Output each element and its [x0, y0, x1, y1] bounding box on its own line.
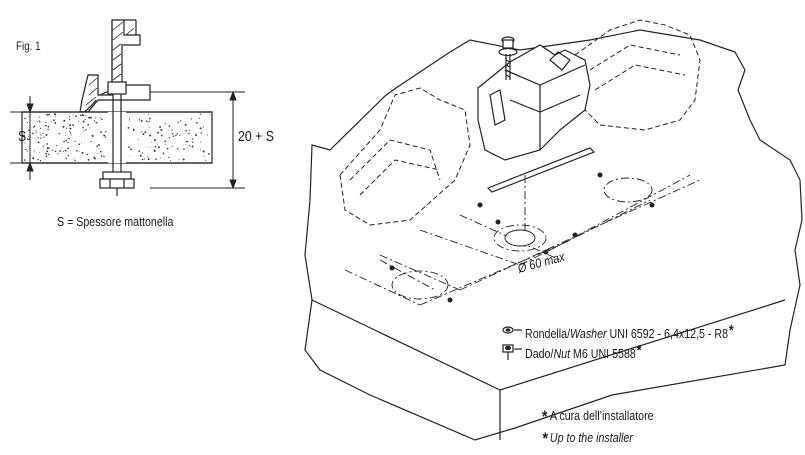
- side-module-left: [339, 87, 471, 226]
- fixture-wall: [79, 19, 151, 113]
- nut-spec: Dado/Nut M6 UNI 5588*: [525, 343, 641, 360]
- top-screw: [498, 36, 518, 80]
- thickness-caption: S = Spessore mattonella: [57, 214, 174, 229]
- washer-symbol: [502, 326, 522, 334]
- nut-prefix: Dado/: [525, 346, 554, 361]
- depth-dimension-label: 20 + S: [238, 128, 274, 145]
- nut-english: Nut: [553, 346, 571, 361]
- installer-note-english: *Up to the installer: [542, 430, 633, 447]
- washer-standard: UNI 6592 - 6,4x12,5 - R8: [606, 326, 729, 341]
- screw: [99, 81, 135, 196]
- installer-note-italian: *A cura dell’installatore: [542, 408, 654, 425]
- gasket-strip: [486, 147, 596, 193]
- note-italian-text: A cura dell’installatore: [549, 408, 654, 423]
- nut-asterisk: *: [636, 342, 642, 359]
- assembly-drawing: [304, 19, 803, 441]
- washer-asterisk: *: [728, 322, 734, 339]
- base-block: [304, 29, 803, 441]
- figure-label: Fig. 1: [16, 39, 41, 53]
- section-detail: [10, 19, 245, 196]
- washer-english: Washer: [570, 326, 607, 341]
- washer-spec: Rondella/Washer UNI 6592 - 6,4x12,5 - R8…: [525, 323, 734, 340]
- note-english-text: Up to the installer: [549, 430, 633, 445]
- note-asterisk-2: *: [542, 429, 548, 448]
- thickness-symbol-label: S: [18, 128, 27, 145]
- drill-pattern: [344, 174, 701, 306]
- hole-marks: [389, 172, 655, 303]
- dimension-lines: [10, 90, 245, 190]
- note-asterisk-1: *: [542, 407, 548, 426]
- floor-slab: [21, 111, 213, 164]
- washer-prefix: Rondella/: [525, 326, 571, 341]
- nut-symbol: [502, 344, 522, 360]
- side-module-right: [574, 19, 701, 131]
- nut-standard: M6 UNI 5588: [570, 346, 636, 361]
